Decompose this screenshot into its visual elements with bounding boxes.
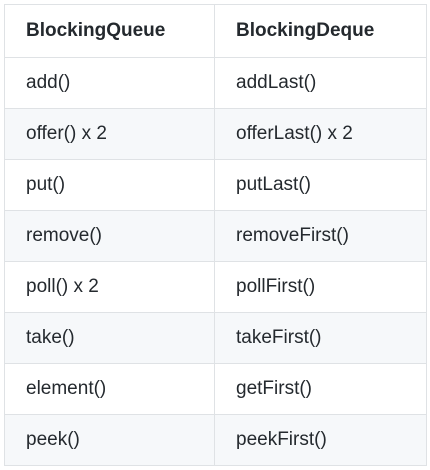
table-row: offer() x 2 offerLast() x 2: [4, 108, 427, 160]
queue-method-cell: offer() x 2: [4, 108, 215, 160]
deque-method-cell: pollFirst(): [214, 261, 427, 313]
queue-method-cell: put(): [4, 159, 215, 211]
deque-method-cell: putLast(): [214, 159, 427, 211]
table-row: poll() x 2 pollFirst(): [4, 261, 427, 313]
deque-method-cell: takeFirst(): [214, 312, 427, 364]
deque-method-cell: peekFirst(): [214, 414, 427, 466]
method-mapping-table: BlockingQueue BlockingDeque add() addLas…: [4, 4, 427, 466]
table-row: peek() peekFirst(): [4, 414, 427, 466]
table-row: element() getFirst(): [4, 363, 427, 415]
deque-method-cell: getFirst(): [214, 363, 427, 415]
deque-method-cell: removeFirst(): [214, 210, 427, 262]
queue-method-cell: take(): [4, 312, 215, 364]
table-row: take() takeFirst(): [4, 312, 427, 364]
header-blockingqueue: BlockingQueue: [4, 4, 215, 58]
queue-method-cell: peek(): [4, 414, 215, 466]
deque-method-cell: addLast(): [214, 57, 427, 109]
table-row: put() putLast(): [4, 159, 427, 211]
table-row: remove() removeFirst(): [4, 210, 427, 262]
queue-method-cell: poll() x 2: [4, 261, 215, 313]
queue-method-cell: element(): [4, 363, 215, 415]
header-blockingdeque: BlockingDeque: [214, 4, 427, 58]
queue-method-cell: add(): [4, 57, 215, 109]
table-header-row: BlockingQueue BlockingDeque: [4, 4, 427, 58]
queue-method-cell: remove(): [4, 210, 215, 262]
table-row: add() addLast(): [4, 57, 427, 109]
deque-method-cell: offerLast() x 2: [214, 108, 427, 160]
